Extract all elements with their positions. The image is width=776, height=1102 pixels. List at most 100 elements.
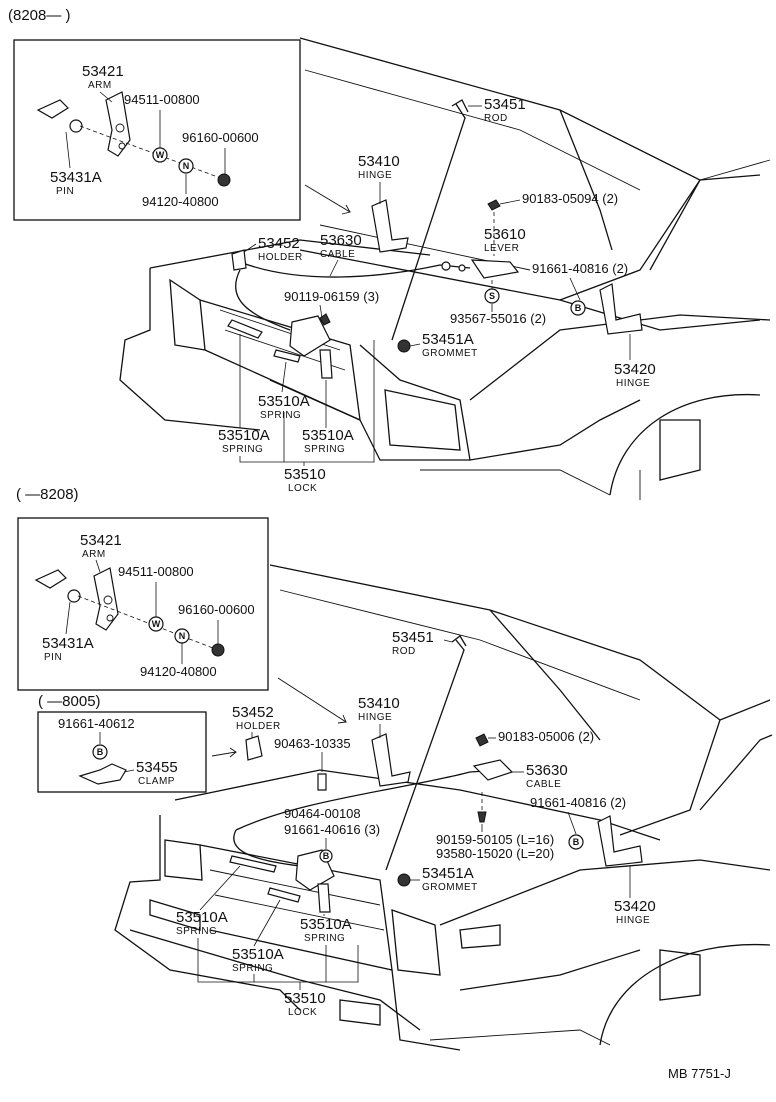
bottom-cable-clip-number: 90463-10335 <box>274 736 351 751</box>
bottom-clip-l-part <box>477 811 487 823</box>
top-hinge-left-name: HINGE <box>358 170 392 181</box>
bottom-screw-top-number: 90183-05006 (2) <box>498 729 594 744</box>
top-washer-symbol: W <box>156 150 165 160</box>
bottom-clip-l16-number: 90159-50105 (L=16) <box>436 832 554 847</box>
bottom-clip-icon <box>211 643 225 657</box>
top-rod-name: ROD <box>484 113 508 124</box>
bottom-hinge-right-part <box>597 815 643 867</box>
top-cable-part <box>239 261 471 278</box>
bottom-rod-number: 53451 <box>392 629 434 646</box>
bottom-clamp-inset: ( —8005) 91661-40612 B 53455 CLAMP <box>37 693 207 793</box>
bottom-inset-arrow <box>277 677 348 724</box>
bottom-spring-right-number: 53510A <box>300 916 352 933</box>
top-hinge-left-number: 53410 <box>358 153 400 170</box>
top-nut-icon <box>178 158 194 174</box>
top-arm-number: 53421 <box>82 63 124 80</box>
bottom-sub-inset-frame <box>37 711 207 793</box>
top-rod-part <box>391 103 466 341</box>
top-lock-bracket <box>239 340 375 463</box>
top-clip-number: 96160-00600 <box>182 130 259 145</box>
bottom-sub-date-header: ( —8005) <box>38 693 101 710</box>
top-bushing-part <box>69 119 83 133</box>
top-pin-name: PIN <box>56 186 74 197</box>
top-hinge-left-part <box>371 199 409 253</box>
bottom-spring-right-part <box>317 883 331 913</box>
bottom-holder-part <box>245 735 263 761</box>
top-spring-left-number: 53510A <box>218 427 270 444</box>
bottom-clamp-part <box>78 763 127 785</box>
top-pin-part <box>36 99 69 119</box>
top-clip-icon <box>217 173 231 187</box>
top-arm-name: ARM <box>88 80 112 91</box>
top-screw-top-number: 90183-05094 (2) <box>522 191 618 206</box>
bottom-date-range-header: ( —8208) <box>16 486 79 503</box>
bottom-hinge-left-part <box>371 733 411 787</box>
top-spring-mid-name: SPRING <box>260 410 301 421</box>
top-bolt-symbol: B <box>575 303 582 313</box>
bottom-lock-name: LOCK <box>288 1007 317 1018</box>
bottom-pin-part <box>34 569 67 589</box>
top-nut-symbol: N <box>183 161 190 171</box>
top-bolt-icon <box>570 300 586 316</box>
top-rod-number: 53451 <box>484 96 526 113</box>
bottom-spring-left-number: 53510A <box>176 909 228 926</box>
bottom-rod-name: ROD <box>392 646 416 657</box>
top-spring-mid-part <box>273 349 301 363</box>
top-lever-part <box>470 259 520 279</box>
top-lock-number: 53510 <box>284 466 326 483</box>
top-lock-name: LOCK <box>288 483 317 494</box>
top-grommet-number: 53451A <box>422 331 474 348</box>
top-lever-name: LEVER <box>484 243 519 254</box>
bottom-nut-number: 94120-40800 <box>140 664 217 679</box>
top-screw-lock-number: 90119-06159 (3) <box>284 289 379 304</box>
top-bolt-right-number: 91661-40816 (2) <box>532 261 628 276</box>
bottom-arm-name: ARM <box>82 549 106 560</box>
bottom-hinge-right-name: HINGE <box>616 915 650 926</box>
bottom-washer-symbol: W <box>152 619 161 629</box>
top-inset-arrow <box>304 184 352 215</box>
bottom-spring-bottom-number: 53510A <box>232 946 284 963</box>
top-grommet-name: GROMMET <box>422 348 478 359</box>
bottom-nut-symbol: N <box>179 631 186 641</box>
top-date-range-header: (8208— ) <box>8 7 71 24</box>
bottom-clip-number: 96160-00600 <box>178 602 255 617</box>
top-spring-mid-number: 53510A <box>258 393 310 410</box>
bottom-spring-bottom-name: SPRING <box>232 963 273 974</box>
bottom-hinge-left-number: 53410 <box>358 695 400 712</box>
bottom-cable-end-part <box>472 759 514 781</box>
top-arm-part <box>105 91 131 157</box>
top-screw-lever-number: 93567-55016 (2) <box>450 311 546 326</box>
bottom-spring-left-part <box>229 855 277 873</box>
top-cable-name: CABLE <box>320 249 355 260</box>
top-holder-number: 53452 <box>258 235 300 252</box>
top-grommet-part <box>397 339 411 353</box>
bottom-cable-part <box>235 769 501 831</box>
bottom-bolt-icon <box>568 834 584 850</box>
bottom-holder-number: 53452 <box>232 704 274 721</box>
bottom-spring-left-name: SPRING <box>176 926 217 937</box>
bottom-clamp-bolt-icon <box>92 744 108 760</box>
top-lock-part <box>289 315 331 357</box>
top-screw-s-symbol: S <box>489 291 495 301</box>
bottom-lock-number: 53510 <box>284 990 326 1007</box>
bottom-arm-inset: W N 53421 ARM 94511-00800 96160-00600 53… <box>17 517 269 691</box>
bottom-hinge-left-name: HINGE <box>358 712 392 723</box>
top-cable-number: 53630 <box>320 232 362 249</box>
bottom-pin-number: 53431A <box>42 635 94 652</box>
bottom-arm-part <box>93 567 119 631</box>
bottom-bolt-right-number: 91661-40816 (2) <box>530 795 626 810</box>
bottom-lock-bolt-symbol: B <box>323 851 330 861</box>
top-pin-number: 53431A <box>50 169 102 186</box>
bottom-car-body-drawing <box>114 564 773 1051</box>
bottom-screw-icon <box>475 733 489 747</box>
bottom-bushing-part <box>67 589 81 603</box>
bottom-washer-number: 94511-00800 <box>118 564 194 579</box>
bottom-bolt-symbol: B <box>573 837 580 847</box>
top-hinge-right-name: HINGE <box>616 378 650 389</box>
bottom-section: ( —8208) <box>16 486 773 1051</box>
bottom-grommet-number: 53451A <box>422 865 474 882</box>
top-hinge-right-number: 53420 <box>614 361 656 378</box>
bottom-clamp-number: 53455 <box>136 759 178 776</box>
top-spring-left-name: SPRING <box>222 444 263 455</box>
bottom-arm-number: 53421 <box>80 532 122 549</box>
